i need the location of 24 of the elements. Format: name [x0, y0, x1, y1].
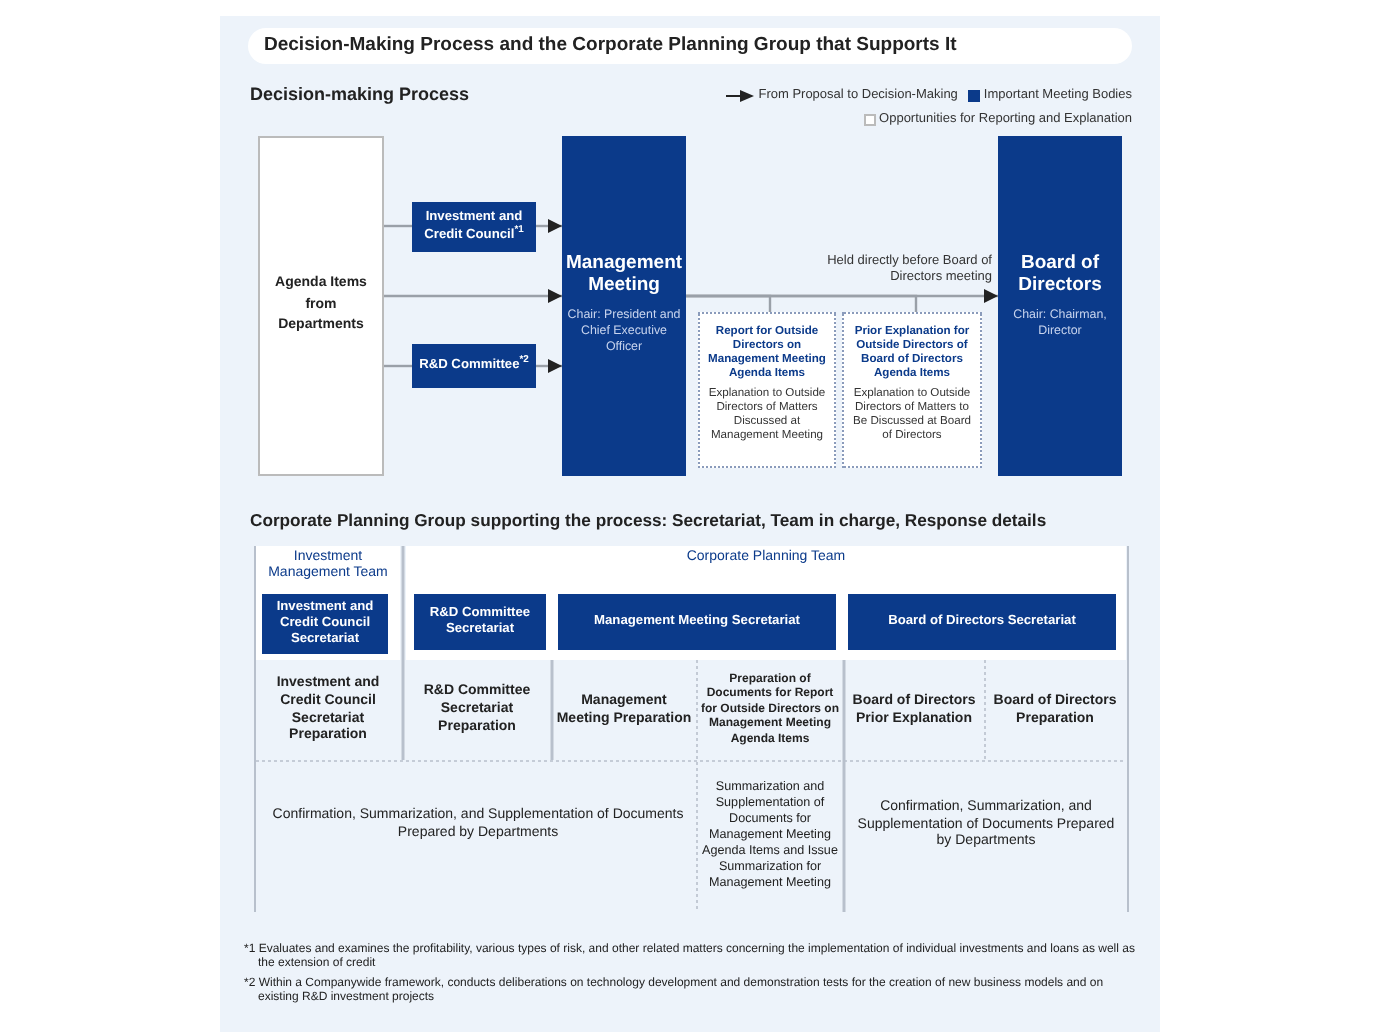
- arrow: [536, 359, 562, 373]
- secretariat-box: [848, 594, 1116, 650]
- board-box: [998, 136, 1122, 476]
- committee-box: [412, 344, 536, 388]
- secretariat-box: [558, 594, 836, 650]
- team-panel: [256, 546, 400, 660]
- secretariat-box: [414, 594, 546, 650]
- team-panel: [406, 546, 1126, 660]
- section-heading: Corporate Planning Group supporting the process: Secretariat, Team in charge, Response details: [250, 509, 1049, 531]
- connector-line: [384, 224, 412, 228]
- source-box: [258, 136, 384, 476]
- explanation-box: [842, 312, 982, 468]
- meeting-box: [562, 136, 686, 476]
- report-box: [698, 312, 836, 468]
- title-bar: Decision-Making Process and the Corporate Planning Group that Supports It: [248, 28, 1132, 64]
- connector-line: [384, 364, 412, 368]
- secretariat-box: [262, 594, 388, 654]
- arrow: [536, 219, 562, 233]
- section-heading: Decision-making Process: [250, 84, 472, 108]
- council-box: [412, 202, 536, 252]
- arrow: [384, 289, 562, 303]
- node-title: Management Meeting: [565, 252, 683, 298]
- node-title: Board of Directors: [1016, 252, 1104, 298]
- connector-line: [686, 294, 918, 312]
